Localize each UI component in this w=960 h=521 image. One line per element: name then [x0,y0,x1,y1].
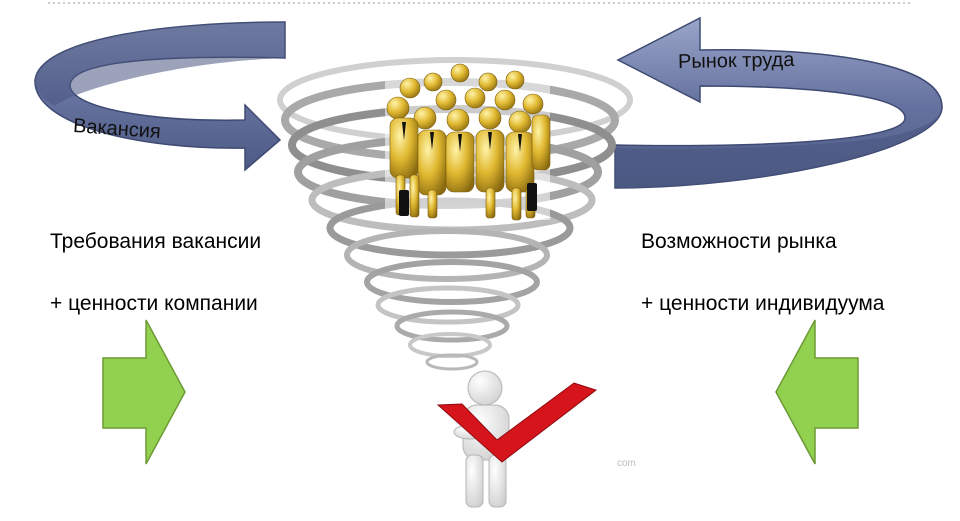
red-checkmark [436,382,598,463]
company-values-line: + ценности компании [50,292,258,315]
labor-market-label: Рынок труда [677,48,795,74]
vacancy-curved-arrow [34,21,286,172]
left-green-arrow [102,319,186,465]
market-opportunities-line: Возможности рынка [641,230,837,253]
person-with-checkmark [436,370,598,508]
vacancy-requirements-text: Требования вакансии + ценности компании [50,230,261,316]
vacancy-requirements-line: Требования вакансии [50,230,262,253]
right-green-arrow [775,319,859,465]
gold-people-group [385,63,551,221]
watermark-text: com [617,458,636,469]
individual-values-line: + ценности индивидуума [641,292,885,315]
labor-market-curved-arrow [614,16,943,189]
market-opportunities-text: Возможности рынка + ценности индивидуума [641,230,884,316]
